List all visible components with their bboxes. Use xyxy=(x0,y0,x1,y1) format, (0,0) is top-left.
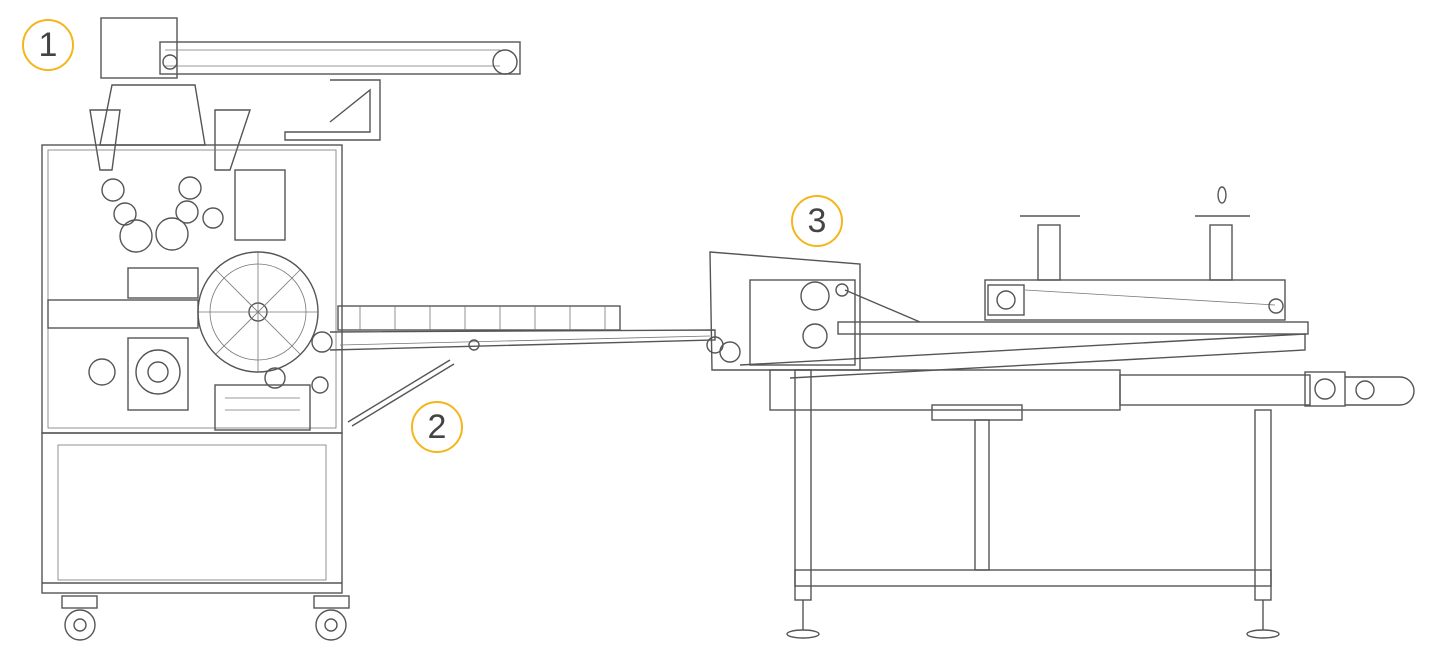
callout-2: 2 xyxy=(411,401,463,453)
forming-machine xyxy=(41,17,521,641)
transfer-conveyor xyxy=(329,305,724,427)
folding-conveyor xyxy=(709,186,1415,639)
callout-1: 1 xyxy=(22,19,74,71)
callout-3: 3 xyxy=(791,195,843,247)
